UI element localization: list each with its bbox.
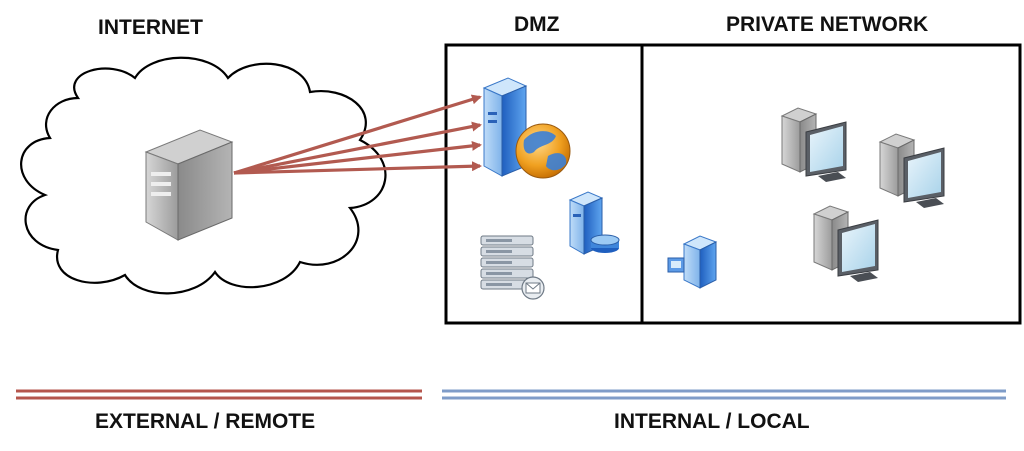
local-server-icon xyxy=(667,235,718,289)
connection-arrow xyxy=(233,94,482,175)
mail-server-icon xyxy=(480,235,545,300)
connection-arrow xyxy=(233,161,482,175)
external-divider xyxy=(16,389,422,400)
database-server-icon xyxy=(568,191,620,255)
internet-label: INTERNET xyxy=(98,16,203,39)
workstation-icon xyxy=(878,133,945,208)
internal-divider xyxy=(442,389,1006,400)
external-remote-label: EXTERNAL / REMOTE xyxy=(95,410,316,433)
dmz-label: DMZ xyxy=(514,13,560,36)
workstation-icon xyxy=(780,107,847,182)
connection-arrow xyxy=(233,121,482,175)
connection-arrow xyxy=(233,140,482,175)
private-network-zone xyxy=(640,43,1022,325)
private-network-label: PRIVATE NETWORK xyxy=(726,13,929,36)
internal-local-label: INTERNAL / LOCAL xyxy=(614,410,810,433)
workstation-icon xyxy=(812,205,879,282)
remote-server-icon xyxy=(144,129,234,241)
web-server-icon xyxy=(482,77,571,179)
dmz-zone xyxy=(444,43,644,325)
connection-arrows xyxy=(233,94,482,175)
